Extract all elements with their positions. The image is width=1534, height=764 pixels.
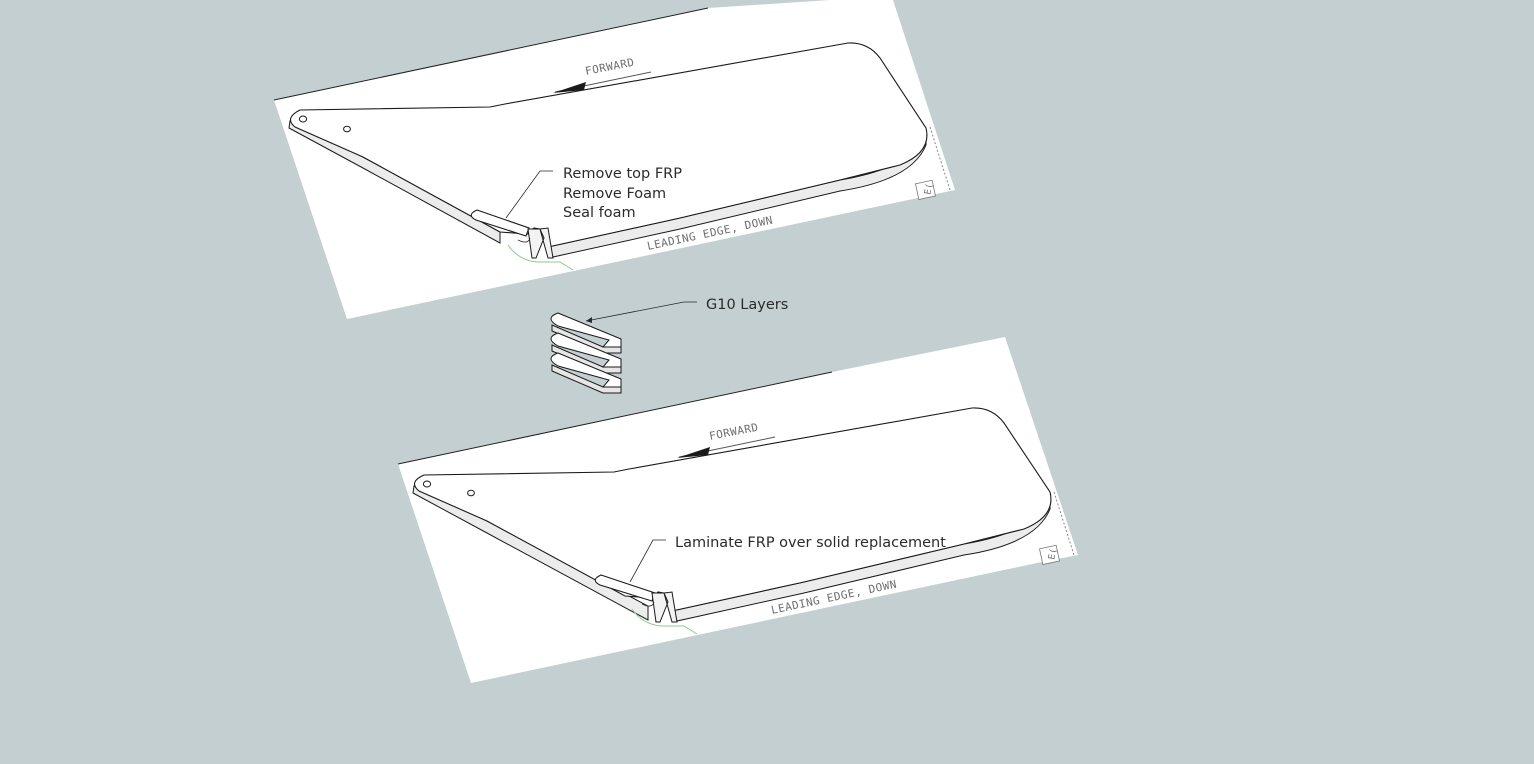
svg-text:E(: E( (923, 182, 935, 195)
bottom-panel-outline (413, 407, 1052, 612)
top-hinge-pin-arc (517, 237, 531, 243)
svg-text:E(: E( (1047, 547, 1059, 560)
bottom-green-guide-arc (631, 608, 698, 635)
callout-remove-foam: Remove Foam (563, 186, 666, 202)
bottom-callout-leader (629, 539, 666, 583)
bottom-solid-replacement-tab (594, 574, 656, 602)
top-green-guide-arc (507, 244, 574, 271)
callout-laminate-frp: Laminate FRP over solid replacement (675, 535, 946, 551)
bottom-sheet-top-edge (397, 371, 833, 465)
top-hinge-notch (527, 227, 554, 259)
g10-layer-3 (550, 352, 622, 394)
bottom-hinge-pin-arc (641, 601, 655, 607)
top-removed-frp-slot (470, 209, 530, 237)
bottom-hinge-notch (651, 591, 678, 623)
top-sheet-top-edge (273, 7, 709, 101)
bottom-pivot-hole-2 (467, 489, 475, 497)
g10-layer-2 (550, 332, 622, 374)
top-rudder-view: FORWARD LEADING EDGE, DOWN E( Remove top… (273, 0, 955, 319)
g10-layer-1 (550, 312, 622, 354)
top-pivot-hole-1 (298, 115, 308, 123)
bottom-edge-tag: E( (1039, 491, 1075, 565)
top-callout-leader (505, 170, 553, 219)
callout-g10-layers: G10 Layers (706, 297, 788, 313)
bottom-pivot-hole-1 (422, 480, 432, 488)
top-panel-outline (289, 42, 928, 248)
callout-remove-top-frp: Remove top FRP (563, 166, 682, 182)
top-pivot-hole-2 (343, 125, 351, 133)
callout-seal-foam: Seal foam (563, 205, 636, 221)
top-edge-tag: E( (915, 126, 951, 200)
g10-layers: G10 Layers (550, 297, 788, 394)
bottom-rudder-view: FORWARD LEADING EDGE, DOWN E( Laminate F… (397, 337, 1078, 683)
g10-callout-leader (585, 301, 697, 322)
